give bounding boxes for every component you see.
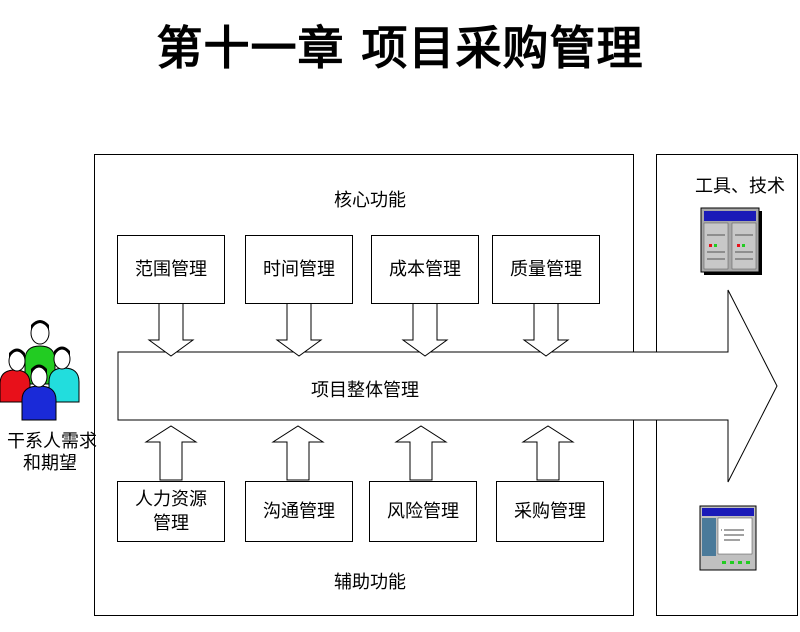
time-management-box: 时间管理	[245, 235, 353, 304]
core-functions-label: 核心功能	[334, 190, 406, 211]
scope-management-box: 范围管理	[117, 235, 225, 304]
cost-management-box: 成本管理	[371, 235, 479, 304]
people-group-icon	[0, 320, 80, 421]
main-arrow	[117, 289, 778, 483]
down-arrow-1	[147, 302, 195, 357]
up-arrow-2	[271, 425, 325, 481]
procurement-management-box: 采购管理	[496, 481, 604, 542]
stakeholder-label-line1: 干系人需求	[7, 431, 97, 452]
quality-management-box: 质量管理	[492, 235, 600, 304]
down-arrow-2	[275, 302, 323, 357]
integration-management-label: 项目整体管理	[311, 380, 419, 401]
up-arrow-4	[521, 425, 575, 481]
stakeholder-label-line2: 和期望	[23, 453, 77, 474]
down-arrows	[147, 302, 570, 357]
up-arrow-3	[394, 425, 448, 481]
server-rack-icon	[700, 207, 762, 275]
up-arrow-1	[144, 425, 198, 481]
page-title: 第十一章 项目采购管理	[156, 21, 644, 75]
up-arrows	[144, 425, 575, 481]
window-app-icon	[699, 505, 757, 571]
communication-management-box: 沟通管理	[245, 481, 353, 542]
support-functions-label: 辅助功能	[334, 572, 406, 593]
risk-management-box: 风险管理	[369, 481, 477, 542]
down-arrow-4	[522, 302, 570, 357]
hr-management-box: 人力资源 管理	[117, 481, 225, 542]
tools-techniques-label: 工具、技术	[695, 176, 785, 197]
down-arrow-3	[401, 302, 449, 357]
